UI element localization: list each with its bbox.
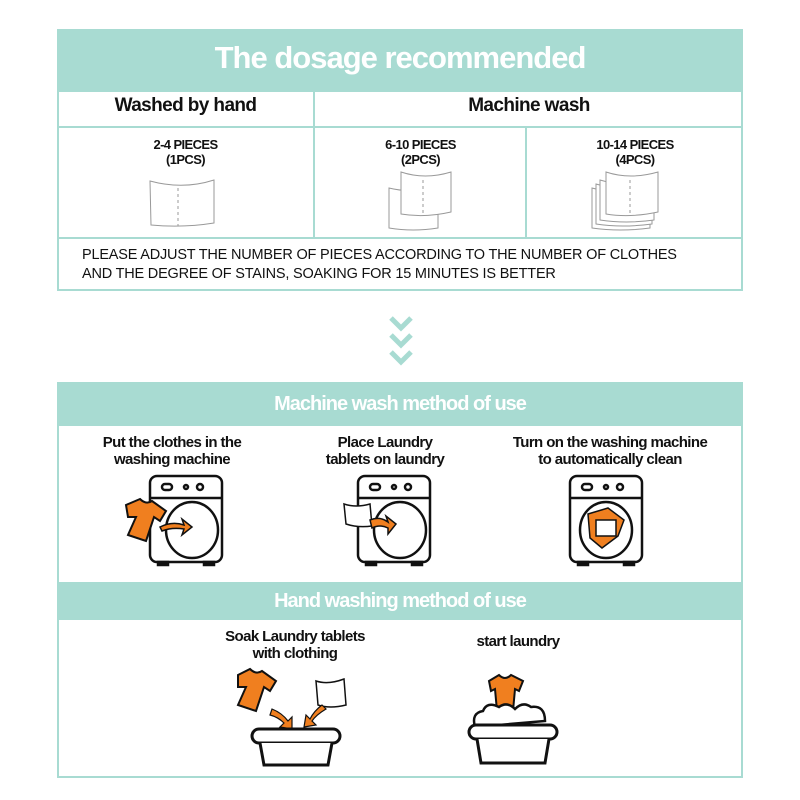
caption-line: with clothing [252, 645, 338, 663]
tablet-sheets-icon [388, 171, 452, 231]
machine-step-1-caption: Put the clothes in the washing machine [82, 434, 262, 469]
tablets-label: (1PCS) [165, 151, 206, 167]
machine-step-2-caption: Place Laundry tablets on laundry [300, 434, 470, 469]
machine-method-title: Machine wash method of use [57, 382, 743, 426]
washing-machine-icon [148, 474, 224, 567]
dosage-title: The dosage recommended [57, 29, 743, 92]
caption-line: washing machine [113, 451, 231, 469]
divider [57, 126, 743, 128]
dosage-cell-2: 6-10 PIECES (2PCS) [315, 137, 526, 168]
machine-step-3-caption: Turn on the washing machine to automatic… [500, 434, 720, 469]
pieces-label: 2-4 PIECES [153, 137, 218, 152]
dosage-cell-3: 10-14 PIECES (4PCS) [527, 137, 743, 168]
note-line: PLEASE ADJUST THE NUMBER OF PIECES ACCOR… [82, 247, 677, 263]
caption-line: to automatically clean [538, 451, 682, 469]
tablet-arrow-icon [343, 502, 398, 537]
caption-line: start laundry [476, 633, 560, 650]
divider [313, 92, 315, 238]
caption-line: Put the clothes in the [102, 434, 242, 451]
dosage-cell-1: 2-4 PIECES (1PCS) [57, 137, 314, 168]
washing-machine-icon [568, 474, 644, 567]
tablet-sheet-icon [149, 179, 215, 227]
caption-line: tablets on laundry [325, 451, 445, 469]
divider [57, 237, 743, 239]
tablets-label: (2PCS) [400, 151, 441, 167]
divider [525, 127, 527, 238]
shirt-icon [124, 497, 194, 543]
caption-line: Soak Laundry tablets [225, 628, 365, 645]
caption-line: Turn on the washing machine [512, 434, 708, 451]
hand-method-title: Hand washing method of use [57, 582, 743, 620]
tablets-label: (4PCS) [615, 151, 655, 167]
dosage-note: PLEASE ADJUST THE NUMBER OF PIECES ACCOR… [82, 246, 677, 284]
pieces-label: 10-14 PIECES [596, 137, 674, 152]
chevron-down-icon [389, 316, 413, 366]
pieces-label: 6-10 PIECES [385, 137, 456, 152]
caption-line: Place Laundry [337, 434, 433, 451]
note-line: AND THE DEGREE OF STAINS, SOAKING FOR 15… [82, 266, 556, 282]
basin-with-shirt-icon [467, 673, 559, 765]
tablet-stack-icon [591, 171, 659, 231]
column-header-hand: Washed by hand [114, 95, 257, 116]
hand-step-1-caption: Soak Laundry tablets with clothing [205, 628, 385, 663]
shirt-and-tablet-into-basin-icon [236, 667, 347, 767]
column-header-machine: Machine wash [468, 95, 590, 116]
hand-step-2-caption: start laundry [448, 633, 588, 650]
